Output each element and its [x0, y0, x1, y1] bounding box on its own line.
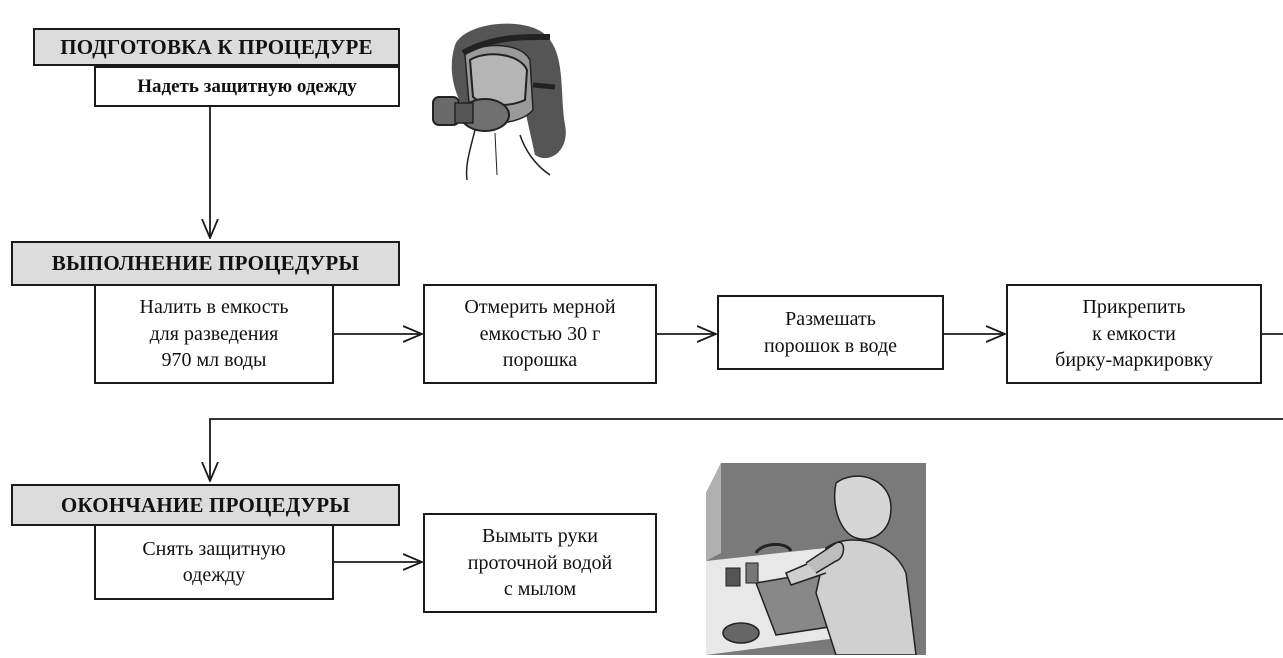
execution-step-measure-powder: Отмерить мерной емкостью 30 г порошка [423, 284, 657, 384]
prep-step-protective-clothing: Надеть защитную одежду [94, 66, 400, 107]
execution-step-attach-label: Прикрепить к емкости бирку-маркировку [1006, 284, 1262, 384]
execution-header: ВЫПОЛНЕНИЕ ПРОЦЕДУРЫ [11, 241, 400, 286]
prep-header: ПОДГОТОВКА К ПРОЦЕДУРЕ [33, 28, 400, 66]
ending-step-wash-hands: Вымыть руки проточной водой с мылом [423, 513, 657, 613]
person-in-respirator-illustration [432, 23, 566, 181]
arrow-return-to-ending [210, 418, 1283, 481]
ending-header: ОКОНЧАНИЕ ПРОЦЕДУРЫ [11, 484, 400, 526]
person-washing-hands-illustration [706, 463, 926, 655]
execution-step-stir: Размешать порошок в воде [717, 295, 944, 370]
ending-step-remove-clothing: Снять защитную одежду [94, 524, 334, 600]
execution-step-pour-water: Налить в емкость для разведения 970 мл в… [94, 284, 334, 384]
